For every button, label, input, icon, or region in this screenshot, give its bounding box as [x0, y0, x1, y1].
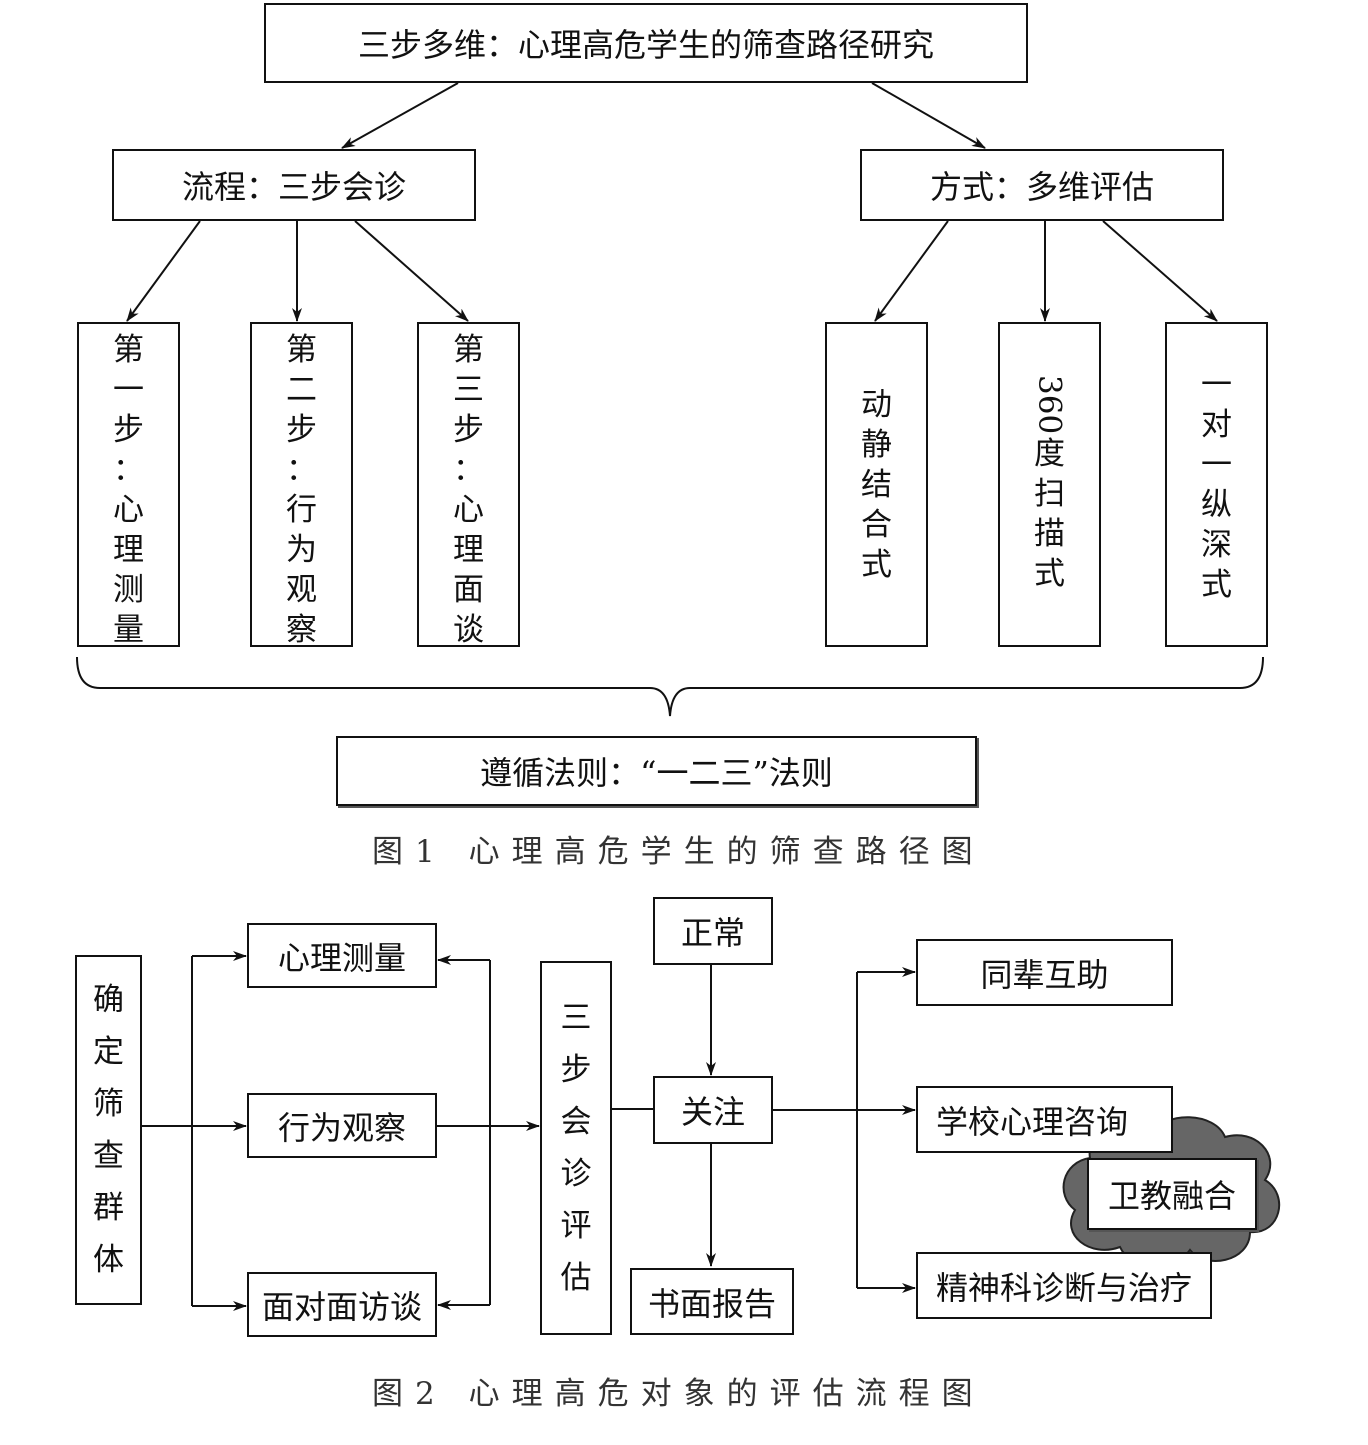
method-box-1: 动静结合式	[825, 322, 928, 647]
vertical-char: 面	[453, 572, 484, 608]
psychiatry-label: 精神科诊断与治疗	[935, 1268, 1192, 1307]
interview-label: 面对面访谈	[261, 1287, 422, 1326]
figure2-caption: 图2 心理高危对象的评估流程图	[372, 1376, 985, 1412]
vertical-char: 确	[93, 982, 124, 1018]
flow-box: 流程：三步会诊	[112, 149, 476, 221]
vertical-char: 步	[453, 412, 484, 448]
vertical-char: 心	[113, 492, 144, 528]
vertical-char: 估	[560, 1260, 592, 1296]
start-box: 确定筛查群体	[75, 955, 142, 1305]
vertical-char: 察	[286, 612, 317, 648]
flow-label: 流程：三步会诊	[181, 168, 406, 206]
vertical-char: 对	[1201, 406, 1232, 443]
vertical-char: 为	[286, 532, 317, 568]
report-box: 书面报告	[630, 1268, 794, 1335]
vertical-char: 描	[1034, 516, 1065, 553]
vertical-char: 度	[1034, 436, 1065, 473]
vertical-char: 筛	[93, 1086, 124, 1122]
vertical-char: 步	[113, 412, 144, 448]
school-box: 学校心理咨询	[916, 1086, 1173, 1153]
vertical-char: 定	[93, 1034, 124, 1070]
consult-box: 三步会诊评估	[540, 961, 612, 1335]
vertical-char: 评	[560, 1208, 592, 1244]
step-box-1: 第一步 ： 心理测量	[77, 322, 180, 648]
vertical-char: 体	[93, 1242, 124, 1278]
arrow-title-to-method	[871, 82, 986, 149]
vertical-char: 一	[1201, 446, 1232, 483]
vertical-char: 第	[453, 332, 484, 368]
cloud-label: 卫教融合	[1107, 1177, 1236, 1215]
vertical-char: 查	[93, 1138, 124, 1174]
arrow-method-to-m3	[1102, 220, 1218, 322]
vertical-char: 动	[861, 386, 892, 423]
vertical-char: 会	[560, 1104, 592, 1140]
vertical-char: ：	[113, 452, 144, 488]
measure-label: 心理测量	[277, 938, 406, 977]
vertical-char: 观	[286, 572, 317, 608]
vertical-char: 理	[113, 532, 144, 568]
vertical-char: 式	[1201, 566, 1232, 603]
method-box: 方式：多维评估	[860, 149, 1224, 221]
title-text: 三步多维：心理高危学生的筛查路径研究	[357, 26, 934, 64]
vertical-char: 理	[453, 532, 484, 568]
vertical-char: 结	[861, 466, 892, 503]
step-box-3: 第三步 ： 心理面谈	[417, 322, 520, 648]
attention-label: 关注	[680, 1093, 745, 1131]
peer-label: 同辈互助	[980, 955, 1109, 994]
observe-label: 行为观察	[277, 1108, 406, 1147]
vertical-char: 测	[113, 572, 144, 608]
normal-box: 正常	[653, 897, 773, 965]
observe-box: 行为观察	[247, 1093, 437, 1158]
method-label: 方式：多维评估	[929, 168, 1154, 206]
arrow-title-to-flow	[341, 82, 459, 149]
vertical-char: 静	[861, 426, 892, 463]
vertical-char: 合	[861, 506, 892, 543]
normal-label: 正常	[680, 914, 745, 952]
vertical-char: 纵	[1201, 486, 1232, 523]
vertical-char: 第	[286, 332, 317, 368]
interview-box: 面对面访谈	[247, 1272, 437, 1337]
attention-box: 关注	[653, 1076, 773, 1144]
vertical-char: 式	[1034, 556, 1065, 593]
vertical-char: 步	[286, 412, 317, 448]
vertical-char: 三	[560, 1000, 592, 1036]
school-label: 学校心理咨询	[936, 1102, 1129, 1141]
report-label: 书面报告	[647, 1284, 776, 1323]
figure1-caption: 图1 心理高危学生的筛查路径图	[372, 834, 985, 870]
method-box-3: 一对一纵深式	[1165, 322, 1268, 647]
vertical-char: 式	[861, 546, 892, 583]
arrow-flow-to-step3	[354, 220, 469, 322]
measure-box: 心理测量	[247, 923, 437, 988]
vertical-char: 步	[560, 1052, 592, 1088]
vertical-char: 深	[1201, 526, 1232, 563]
peer-box: 同辈互助	[916, 939, 1173, 1006]
vertical-char: ：	[453, 452, 484, 488]
vertical-char: 360	[1031, 374, 1068, 435]
arrow-method-to-m1	[874, 220, 949, 322]
cloud-box: 卫教融合	[1087, 1158, 1257, 1230]
title-box: 三步多维：心理高危学生的筛查路径研究	[264, 3, 1028, 83]
vertical-char: 一	[1201, 366, 1232, 403]
vertical-char: 群	[93, 1190, 124, 1226]
vertical-char: 诊	[560, 1156, 592, 1192]
vertical-char: 行	[286, 492, 317, 528]
vertical-char: 量	[113, 612, 144, 648]
rule-text: 遵循法则：“一二三”法则	[480, 754, 833, 792]
vertical-char: 一	[113, 372, 144, 408]
vertical-char: ：	[286, 452, 317, 488]
brace	[76, 656, 1264, 717]
vertical-char: 二	[286, 372, 317, 408]
vertical-char: 三	[453, 372, 484, 408]
arrow-flow-to-step1	[126, 220, 201, 322]
psychiatry-box: 精神科诊断与治疗	[916, 1252, 1212, 1319]
vertical-char: 扫	[1034, 476, 1065, 513]
step-box-2: 第二步 ： 行为观察	[250, 322, 353, 648]
vertical-char: 谈	[453, 612, 484, 648]
vertical-char: 第	[113, 332, 144, 368]
rule-box: 遵循法则：“一二三”法则	[336, 736, 977, 806]
vertical-char: 心	[453, 492, 484, 528]
